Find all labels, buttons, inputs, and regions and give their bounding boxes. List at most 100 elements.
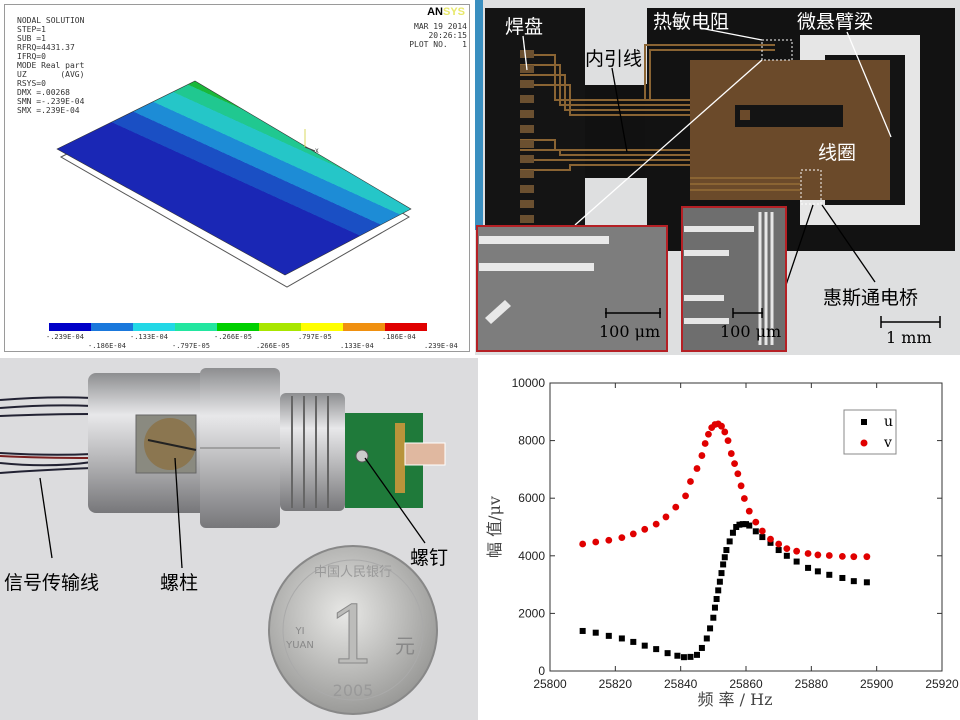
- data-point-u: [739, 521, 746, 528]
- data-point-u: [630, 638, 637, 645]
- data-point-u: [850, 578, 857, 585]
- chip-micrograph: [475, 0, 960, 355]
- colorbar-label: -.266E-05: [214, 333, 252, 341]
- data-point-v: [629, 530, 637, 538]
- data-point-u: [759, 534, 766, 541]
- data-point-v: [605, 536, 613, 544]
- data-point-v: [721, 428, 729, 436]
- data-point-v: [662, 513, 670, 521]
- data-point-u: [720, 561, 727, 568]
- colorbar-segment: [175, 323, 217, 331]
- colorbar-label: .239E-04: [424, 342, 458, 350]
- ansys-info-block: NODAL SOLUTION STEP=1 SUB =1 RFRQ=4431.3…: [17, 16, 85, 115]
- label-screw: 螺钉: [410, 547, 449, 569]
- x-tick-label: 25900: [860, 677, 894, 691]
- data-point-u: [814, 568, 821, 575]
- inset-bridge-sem: [681, 206, 787, 352]
- data-point-u: [605, 632, 612, 639]
- data-point-u: [826, 571, 833, 578]
- label-wheatstone-bridge: 惠斯通电桥: [823, 287, 919, 309]
- colorbar-label: -.239E-04: [46, 333, 84, 341]
- coin-yuan: 元: [395, 634, 415, 658]
- ansys-timestamp: MAR 19 2014 20:26:15 PLOT NO. 1: [409, 22, 467, 49]
- axis-x-label: X: [315, 148, 319, 155]
- colorbar-label: .266E-05: [256, 342, 290, 350]
- data-point-v: [641, 525, 649, 533]
- data-point-v: [724, 437, 732, 444]
- data-point-v: [783, 545, 791, 552]
- coin-yi: YI: [294, 626, 304, 637]
- chip-micrograph-panel: 焊盘 内引线 热敏电阻 微悬臂梁 线圈 惠斯通电桥 100 μm 100 μm …: [475, 0, 960, 355]
- data-point-v: [825, 552, 833, 559]
- x-tick-label: 25800: [533, 677, 567, 691]
- data-point-u: [733, 524, 740, 530]
- colorbar-label: .133E-04: [340, 342, 374, 350]
- data-point-u: [664, 650, 671, 657]
- data-point-u: [746, 522, 753, 529]
- data-point-u: [716, 578, 723, 585]
- data-point-u: [793, 558, 800, 565]
- data-point-u: [783, 552, 790, 559]
- data-point-u: [863, 579, 870, 586]
- data-point-v: [652, 520, 660, 528]
- y-tick-label: 4000: [518, 549, 545, 563]
- inset-thermistor-sem: [476, 225, 668, 352]
- x-axis-label: 频 率 / Hz: [697, 690, 772, 709]
- colorbar-label: -.186E-04: [88, 342, 126, 350]
- data-point-u: [775, 547, 782, 554]
- scale-bar-1mm: [880, 316, 941, 328]
- data-point-v: [775, 540, 783, 548]
- data-point-v: [592, 538, 600, 546]
- data-point-v: [734, 470, 742, 478]
- legend: u v: [843, 409, 897, 455]
- y-tick-label: 0: [538, 664, 545, 678]
- label-inner-lead: 内引线: [585, 48, 643, 70]
- data-point-v: [767, 535, 774, 543]
- coin: 1 元 YI YUAN 2005 中国人民银行: [268, 545, 438, 715]
- data-point-v: [740, 495, 748, 502]
- time-text: 20:26:15: [428, 31, 467, 40]
- label-stud: 螺柱: [160, 572, 199, 594]
- data-point-u: [713, 596, 720, 602]
- data-point-u: [729, 529, 736, 536]
- colorbar-segment: [91, 323, 133, 331]
- colorbar-segment: [49, 323, 91, 331]
- bridge-highlight-box: [800, 169, 822, 205]
- data-point-u: [698, 644, 705, 651]
- data-point-u: [641, 642, 648, 649]
- data-point-u: [694, 651, 700, 658]
- legend-marker-v: [860, 439, 868, 447]
- data-point-u: [721, 554, 728, 561]
- data-point-v: [793, 547, 801, 555]
- data-point-u: [653, 646, 660, 653]
- data-point-u: [839, 574, 846, 581]
- data-point-u: [707, 625, 714, 632]
- y-tick-label: 6000: [518, 491, 545, 505]
- x-tick-label: 25840: [664, 677, 698, 691]
- data-point-v: [737, 482, 745, 490]
- y-axis-label: 幅 值/μv: [485, 496, 504, 558]
- data-point-u: [715, 587, 722, 594]
- data-point-v: [672, 503, 680, 511]
- threaded-section: [280, 393, 345, 511]
- legend-label-u: u: [884, 414, 893, 430]
- x-tick-label: 25920: [925, 677, 959, 691]
- sensor-chip: [404, 442, 446, 466]
- coin-yuan-en: YUAN: [285, 640, 314, 651]
- coin-inscription: 中国人民银行: [314, 565, 392, 580]
- scale-label-inset2: 100 μm: [720, 322, 782, 341]
- label-pad: 焊盘: [505, 16, 544, 38]
- data-point-v: [618, 534, 626, 542]
- data-point-u: [805, 564, 812, 571]
- data-point-v: [682, 492, 689, 500]
- x-tick-label: 25880: [795, 677, 829, 691]
- colorbar-segment: [343, 323, 385, 331]
- data-point-v: [579, 540, 587, 548]
- legend-label-v: v: [883, 435, 892, 451]
- data-point-v: [727, 450, 735, 457]
- data-point-v: [687, 478, 694, 485]
- x-tick-label: 25860: [729, 677, 763, 691]
- data-point-v: [804, 550, 812, 557]
- data-point-u: [726, 538, 733, 545]
